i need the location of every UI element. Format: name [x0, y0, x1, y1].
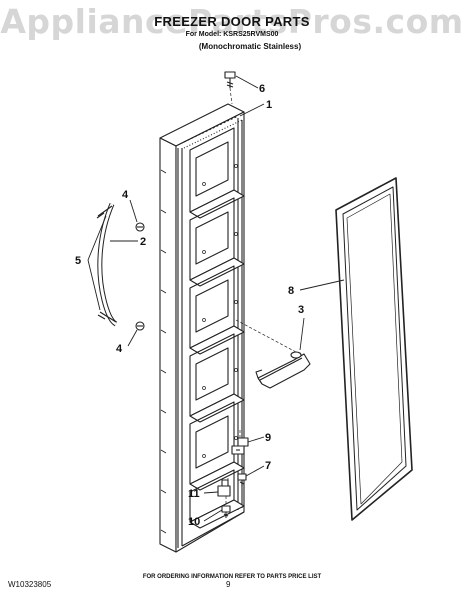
door-handle [96, 203, 118, 327]
callout-11: 11 [188, 488, 200, 500]
callout-4-bottom: 4 [116, 343, 123, 355]
callout-leaders [87, 75, 345, 522]
callout-7: 7 [265, 460, 271, 472]
model-line: For Model: KSRS25RVMS00 [185, 31, 279, 38]
hinge-pin-screw [237, 473, 247, 486]
bottom-hinge-screw [221, 505, 231, 518]
callout-10: 10 [188, 516, 200, 528]
door-liner-bins [189, 127, 245, 529]
ordering-note: FOR ORDERING INFORMATION REFER TO PARTS … [142, 574, 322, 580]
document-number: W10323805 [8, 580, 52, 589]
page-title: FREEZER DOOR PARTS [154, 14, 310, 29]
door-gasket [335, 177, 413, 521]
callout-6: 6 [259, 83, 265, 95]
callout-numbers: 6 1 4 2 5 8 3 4 9 7 11 10 [75, 83, 304, 528]
door-bin [255, 351, 311, 389]
watermark: AppliancePartsPros.com [0, 2, 464, 41]
callout-1: 1 [266, 99, 272, 111]
page-number: 9 [226, 580, 231, 589]
callout-2: 2 [140, 236, 146, 248]
callout-4-top: 4 [122, 189, 129, 201]
handle-mount-screws [135, 222, 145, 331]
callout-3: 3 [298, 304, 304, 316]
callout-9: 9 [265, 432, 271, 444]
door-top-screw [224, 71, 236, 88]
variant-label: (Monochromatic Stainless) [198, 42, 302, 51]
callout-8: 8 [288, 285, 294, 297]
callout-5: 5 [75, 255, 81, 267]
freezer-door-panel [159, 103, 245, 553]
alignment-guides [225, 87, 297, 506]
